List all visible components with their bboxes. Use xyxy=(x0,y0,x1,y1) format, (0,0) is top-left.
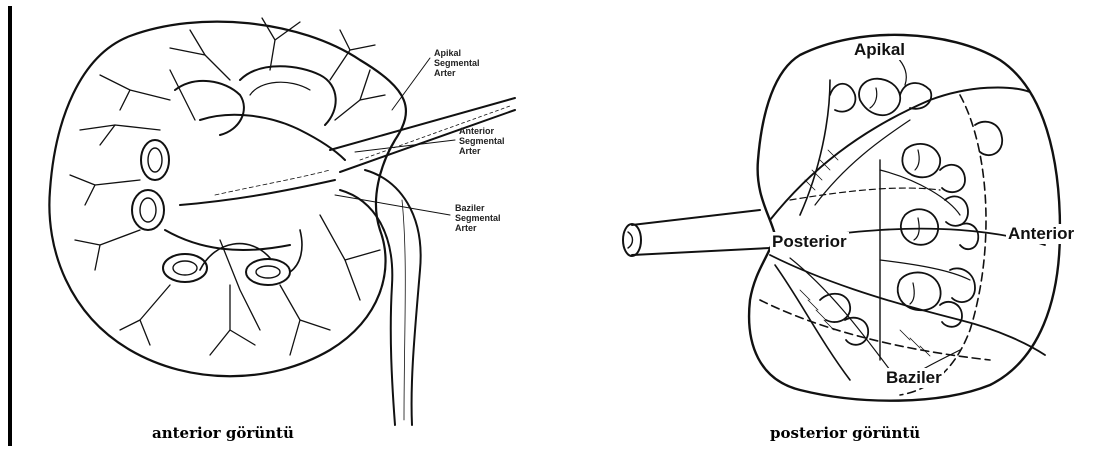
calyx xyxy=(859,79,900,116)
anterior-segment-label: Anterior xyxy=(1006,224,1076,244)
basilar-segment-label: Baziler xyxy=(884,368,944,388)
kidney-outline-posterior xyxy=(749,35,1060,401)
renal-artery-stump xyxy=(632,210,760,225)
segment-boundary xyxy=(900,95,986,395)
posterior-segment-label: Posterior xyxy=(770,232,849,252)
posterior-view-caption: posterior görüntü xyxy=(770,424,920,442)
apical-segment-label: Apikal xyxy=(852,40,907,60)
